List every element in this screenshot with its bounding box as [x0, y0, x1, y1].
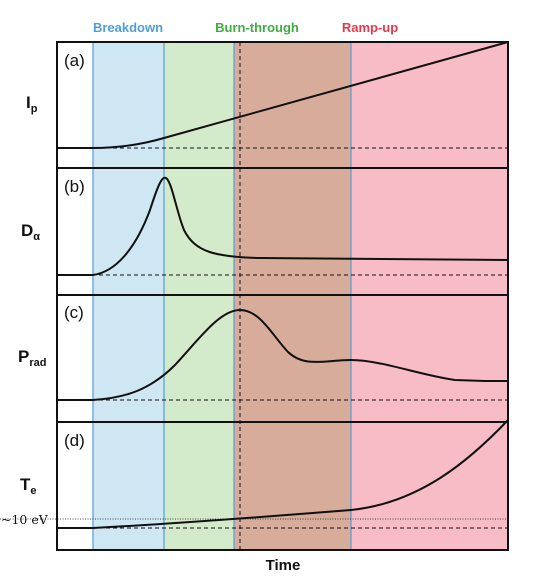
annotation-10ev: ~10 eV [1, 512, 49, 527]
ylabel-d-alpha: Dα [21, 221, 40, 243]
panel-letter-c: (c) [64, 303, 84, 322]
phase-label-burn-through: Burn-through [215, 20, 299, 35]
phase-label-ramp-up: Ramp-up [342, 20, 398, 35]
panel-letter-d: (d) [64, 431, 85, 450]
phase-label-breakdown: Breakdown [93, 20, 163, 35]
ylabel-ip: Ip [26, 93, 38, 115]
ylabel-te: Te [20, 475, 37, 497]
curve-te [57, 419, 509, 529]
curve-ip [57, 41, 509, 149]
panel-letter-b: (b) [64, 177, 85, 196]
ylabel-p-rad: Prad [18, 347, 46, 369]
panel-letter-a: (a) [64, 51, 85, 70]
curve-p-rad [57, 308, 508, 401]
curve-d-alpha [57, 176, 509, 276]
x-axis-label: Time [266, 557, 301, 574]
